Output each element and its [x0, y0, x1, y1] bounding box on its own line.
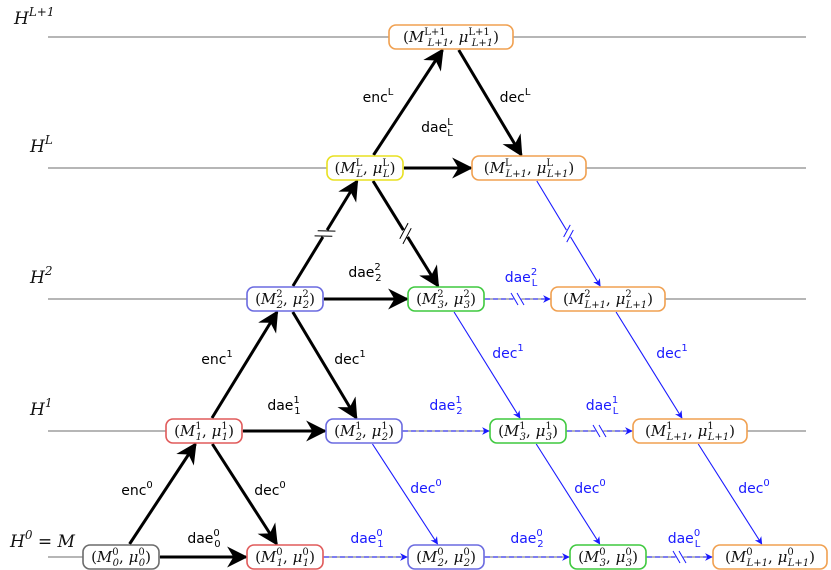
- edge-break-mark: [516, 292, 525, 306]
- edge-label-n1L-n0L: dec0: [738, 478, 770, 497]
- node-box: [325, 418, 403, 444]
- edge-label-n12-n02: dec0: [410, 478, 442, 497]
- edge-nT-nLL1: [457, 49, 523, 157]
- edge-n13-n03: [535, 443, 601, 545]
- level-label-h2: H2: [29, 264, 52, 288]
- level-label-hl: HL: [29, 133, 53, 157]
- edge-break-mark: [399, 222, 409, 240]
- node-box: [632, 418, 748, 444]
- edge-label-n2L-n1L: dec1: [656, 343, 688, 362]
- node-box: [550, 286, 666, 312]
- node-box: [407, 544, 485, 570]
- edge-label-n22-n12: dec1: [334, 349, 366, 368]
- edge-n23-n13: [453, 311, 521, 419]
- level-label-h0: H0 = M: [9, 528, 76, 552]
- node-box: [82, 544, 160, 570]
- edge-label-n23-n13: dec1: [492, 343, 524, 362]
- edge-label-n11-n22: enc1: [201, 349, 233, 368]
- node-box: [246, 286, 324, 312]
- node-box: [388, 24, 514, 50]
- node-box: [165, 418, 243, 444]
- edge-n11-n01: [211, 443, 278, 546]
- edge-n00-n11: [128, 442, 197, 545]
- node-box: [326, 155, 404, 181]
- edge-n22-n12: [291, 311, 358, 420]
- edge-label-nLL-nT: encL: [363, 87, 394, 106]
- edge-n12-n02: [371, 443, 439, 545]
- edge-n1L-n0L: [697, 443, 763, 545]
- node-box: [246, 544, 324, 570]
- edge-n2L-n1L: [615, 311, 683, 419]
- edges: [128, 48, 763, 568]
- level-label-h1: H1: [29, 396, 52, 420]
- edge-break-mark: [672, 550, 681, 564]
- edge-nLL-nT: [372, 48, 444, 156]
- edge-label-n00-n11: enc0: [121, 480, 153, 499]
- edge-break-mark: [402, 227, 412, 245]
- edge-n11-n22: [210, 310, 279, 419]
- edge-break-mark: [598, 424, 607, 438]
- level-label-hl1: HL+1: [13, 5, 55, 29]
- node-box: [712, 544, 828, 570]
- edge-label-n13-n03: dec0: [574, 478, 606, 497]
- edge-label-n11-n01: dec0: [254, 480, 286, 499]
- edge-break-mark: [678, 550, 687, 564]
- edge-break-mark: [592, 424, 601, 438]
- node-box: [489, 418, 567, 444]
- node-box: [407, 286, 485, 312]
- edge-break-mark: [510, 292, 519, 306]
- level-lines: H0 = M H1 H2 HL HL+1: [9, 5, 806, 558]
- node-box: [471, 155, 587, 181]
- edge-label-nT-nLL1: decL: [500, 87, 531, 106]
- edge-break-mark: [566, 229, 574, 243]
- node-box: [569, 544, 647, 570]
- edge-break-mark: [563, 224, 571, 238]
